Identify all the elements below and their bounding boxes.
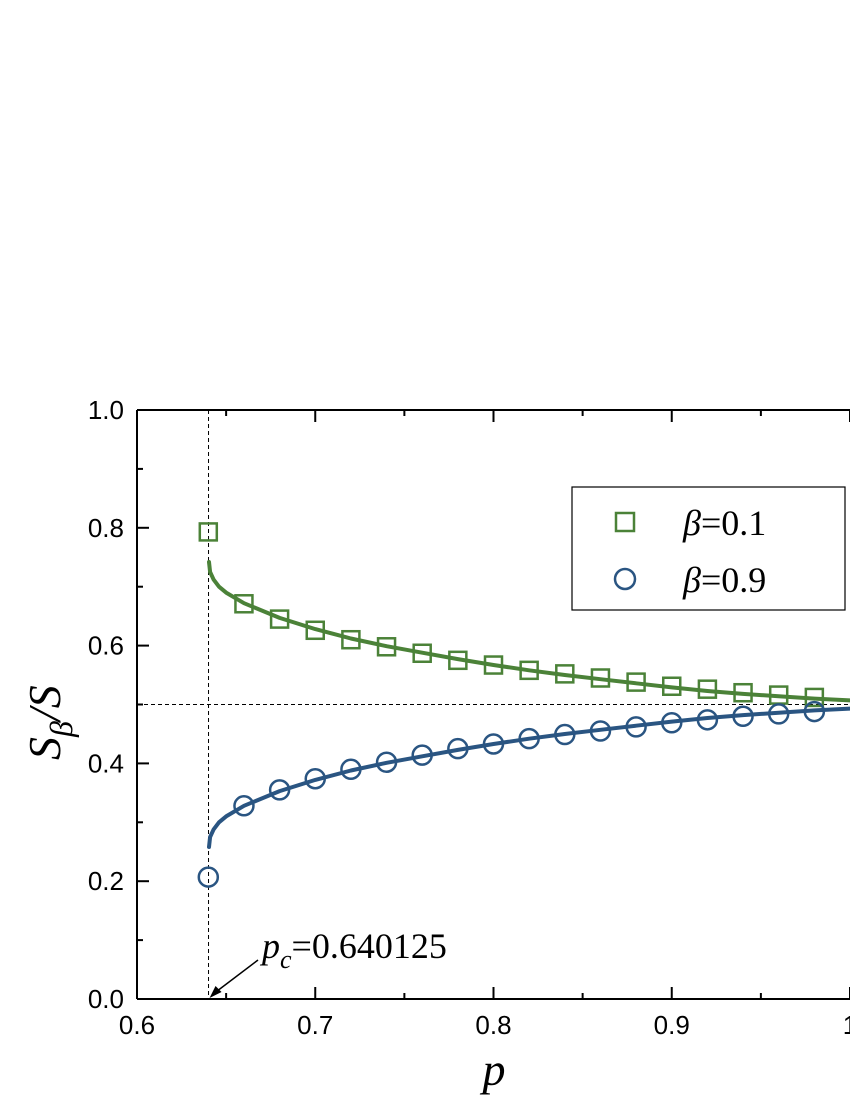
y-title-tail: /S — [19, 685, 70, 724]
fit-curves — [207, 560, 850, 849]
legend-label-1: β=0.1 — [682, 503, 766, 543]
y-title-sub: β — [43, 721, 79, 738]
marker-circle-2-0 — [197, 866, 220, 888]
marker-square-1-15 — [733, 682, 753, 703]
y-tick-label-3: 0.6 — [88, 631, 124, 661]
marker-square-1-8 — [483, 655, 504, 675]
annotation-text: pc=0.640125 — [259, 926, 447, 974]
legend-box — [571, 486, 846, 611]
marker-circle-2-14 — [696, 709, 719, 731]
marker-circle-2-6 — [411, 744, 433, 766]
x-tick-label-4: 1 — [843, 1010, 850, 1040]
annotation-value: =0.640125 — [292, 926, 447, 966]
marker-circle-2-1 — [233, 795, 255, 817]
x-tick-label-3: 0.9 — [654, 1010, 690, 1040]
legend-marker-square — [614, 511, 636, 533]
marker-circle-2-7 — [447, 737, 469, 760]
marker-circle-2-13 — [661, 712, 683, 734]
marker-circle-2-3 — [304, 767, 326, 790]
marker-square-1-14 — [697, 679, 718, 699]
annotation-subscript: c — [280, 945, 292, 974]
marker-circle-2-10 — [554, 723, 576, 746]
y-tick-label-0: 0.0 — [88, 984, 124, 1014]
marker-circle-2-12 — [625, 716, 647, 738]
data-markers — [197, 522, 826, 888]
marker-square-1-12 — [626, 672, 646, 692]
marker-circle-2-16 — [767, 703, 790, 725]
legend-value: =0.9 — [701, 560, 766, 600]
marker-square-1-5 — [376, 637, 397, 657]
marker-circle-2-17 — [803, 700, 826, 723]
marker-square-1-17 — [804, 687, 825, 708]
marker-circle-2-15 — [732, 705, 754, 728]
y-axis-title: Sβ/S — [19, 685, 79, 760]
y-tick-label-5: 1.0 — [88, 395, 124, 425]
marker-square-1-9 — [519, 660, 539, 681]
x-tick-label-2: 0.8 — [475, 1010, 511, 1040]
annotation-arrowhead — [209, 986, 222, 998]
annotation-arrow-line — [214, 959, 259, 994]
marker-circle-2-8 — [482, 733, 505, 755]
x-tick-label-1: 0.7 — [297, 1010, 333, 1040]
marker-square-1-1 — [234, 594, 254, 614]
legend-symbol: β — [682, 503, 701, 543]
marker-circle-2-2 — [268, 779, 291, 801]
reference-lines — [137, 410, 850, 999]
marker-square-1-2 — [269, 609, 290, 629]
fit-curve-series-2 — [207, 706, 850, 849]
y-tick-label-2: 0.4 — [88, 748, 124, 778]
legend: β=0.1β=0.9 — [571, 486, 846, 611]
ticks: 0.6 0.7 0.8 0.9 1 0.0 0.2 0.4 0.6 0.8 1.0 — [88, 395, 850, 1040]
x-tick-label-0: 0.6 — [119, 1010, 155, 1040]
legend-value: =0.1 — [701, 503, 766, 543]
x-axis-title: p — [480, 1044, 506, 1095]
y-tick-label-4: 0.8 — [88, 513, 124, 543]
marker-square-1-7 — [448, 650, 468, 671]
marker-square-1-0 — [198, 522, 219, 542]
y-title-main: S — [19, 737, 70, 760]
y-tick-label-1: 0.2 — [88, 866, 124, 896]
pc-annotation: pc=0.640125 — [209, 926, 447, 998]
legend-symbol: β — [682, 560, 701, 600]
marker-circle-2-9 — [518, 727, 540, 750]
marker-square-1-3 — [305, 620, 325, 641]
marker-square-1-4 — [341, 629, 361, 650]
marker-circle-2-4 — [340, 758, 362, 781]
marker-square-1-11 — [590, 668, 611, 688]
marker-square-1-6 — [412, 643, 432, 664]
axis-titles: p Sβ/S — [19, 685, 506, 1095]
fit-curve-series-1 — [207, 560, 850, 703]
marker-square-1-10 — [555, 664, 575, 684]
marker-circle-2-11 — [589, 720, 612, 742]
marker-circle-2-5 — [375, 751, 398, 773]
annotation-symbol: p — [259, 926, 280, 966]
marker-square-1-13 — [662, 676, 682, 696]
legend-marker-circle — [613, 567, 637, 591]
legend-label-2: β=0.9 — [682, 560, 766, 600]
